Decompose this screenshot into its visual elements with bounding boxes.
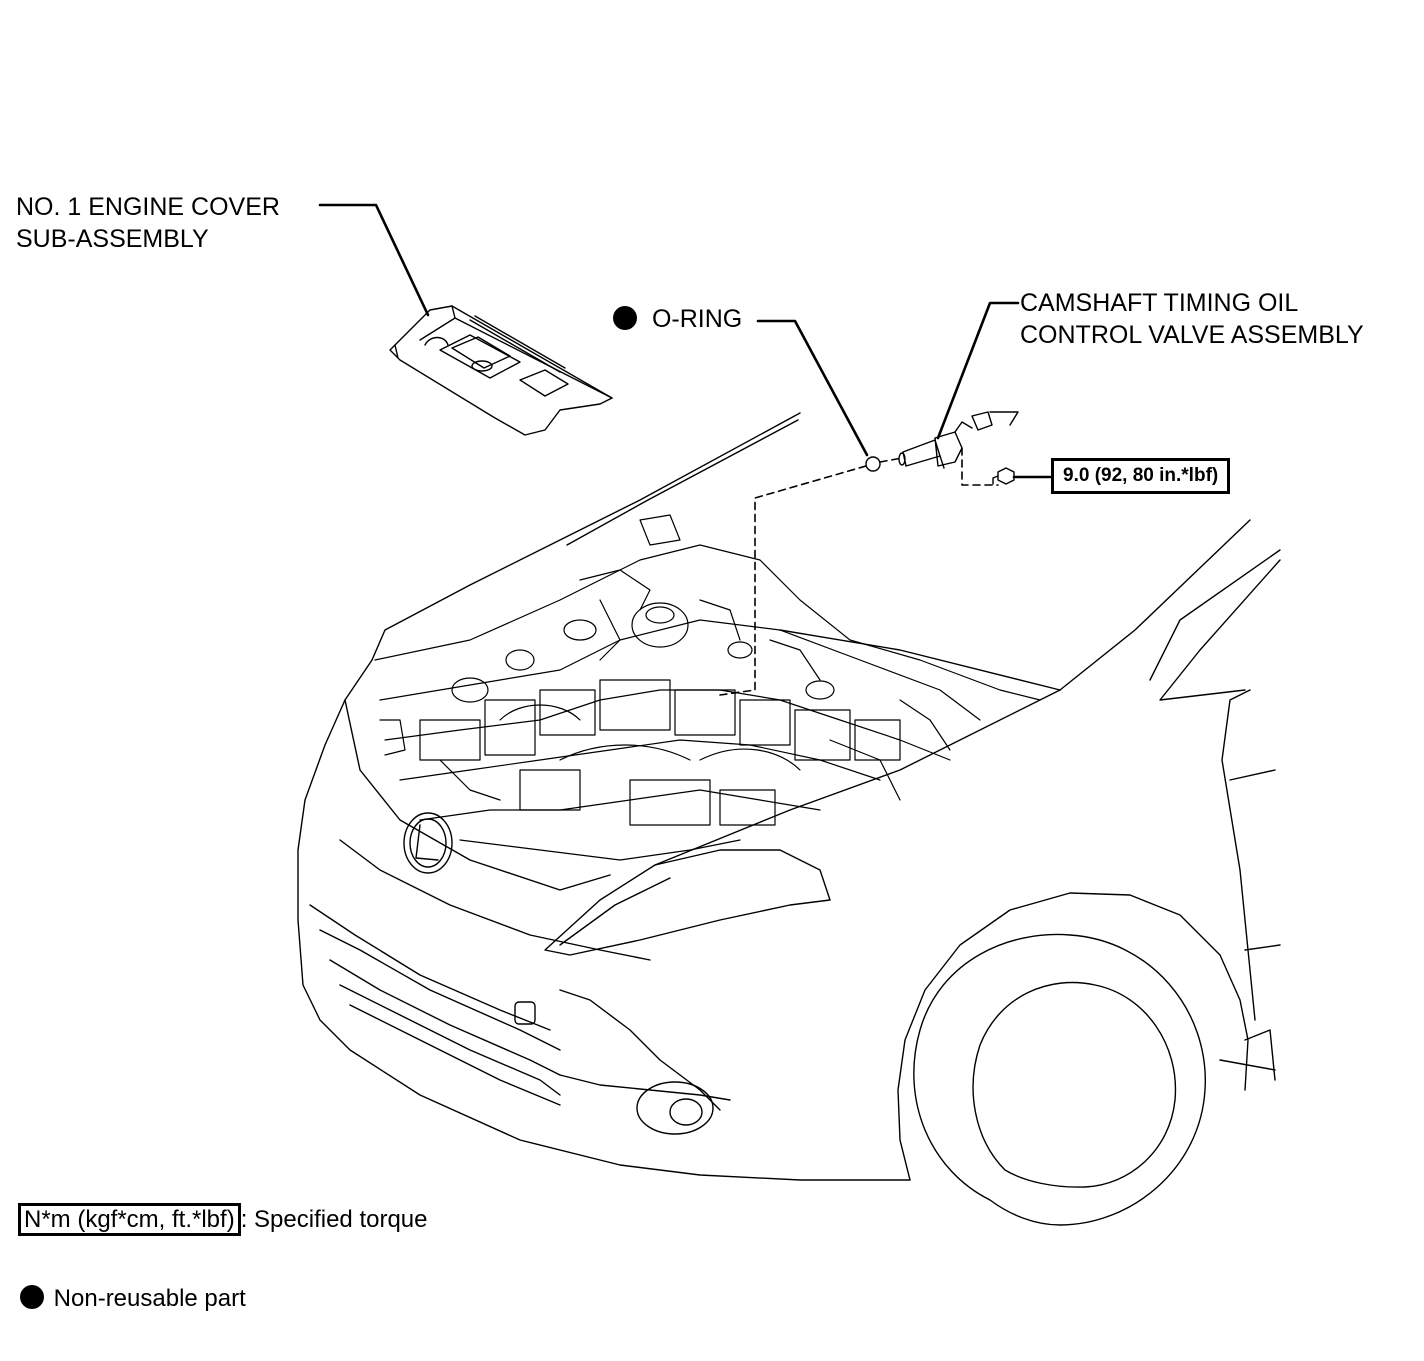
o-ring-label-text: O-RING bbox=[651, 305, 743, 333]
torque-legend-desc: : Specified torque bbox=[240, 1206, 428, 1233]
o-ring-part bbox=[866, 457, 880, 471]
non-reusable-marker-icon bbox=[613, 306, 637, 330]
engine-cover-label-line1: NO. 1 ENGINE COVER bbox=[16, 193, 280, 221]
valve-label-line2: CONTROL VALVE ASSEMBLY bbox=[1020, 321, 1364, 349]
oil-control-valve-part bbox=[899, 412, 1018, 468]
torque-legend-box: N*m (kgf*cm, ft.*lbf) bbox=[18, 1203, 241, 1236]
installation-guides bbox=[720, 448, 998, 695]
torque-legend: N*m (kgf*cm, ft.*lbf): Specified torque bbox=[18, 1203, 428, 1237]
leader-lines bbox=[320, 205, 1050, 477]
non-reusable-legend-text: Non-reusable part bbox=[53, 1285, 246, 1312]
engine-cover-part bbox=[390, 306, 612, 435]
engine-compartment bbox=[375, 515, 1040, 860]
o-ring-label: O-RING bbox=[613, 303, 742, 335]
valve-label-line1: CAMSHAFT TIMING OIL bbox=[1020, 289, 1299, 317]
bolt-torque-box: 9.0 (92, 80 in.*lbf) bbox=[1051, 458, 1231, 494]
engine-cover-label-line2: SUB-ASSEMBLY bbox=[16, 225, 209, 253]
engine-cover-label: NO. 1 ENGINE COVER SUB-ASSEMBLY bbox=[16, 191, 280, 255]
bolt-part bbox=[993, 468, 1014, 484]
valve-label: CAMSHAFT TIMING OIL CONTROL VALVE ASSEMB… bbox=[1020, 287, 1364, 351]
non-reusable-legend-icon bbox=[20, 1285, 44, 1309]
vehicle-body bbox=[298, 413, 1280, 1225]
non-reusable-legend: Non-reusable part bbox=[20, 1283, 246, 1315]
